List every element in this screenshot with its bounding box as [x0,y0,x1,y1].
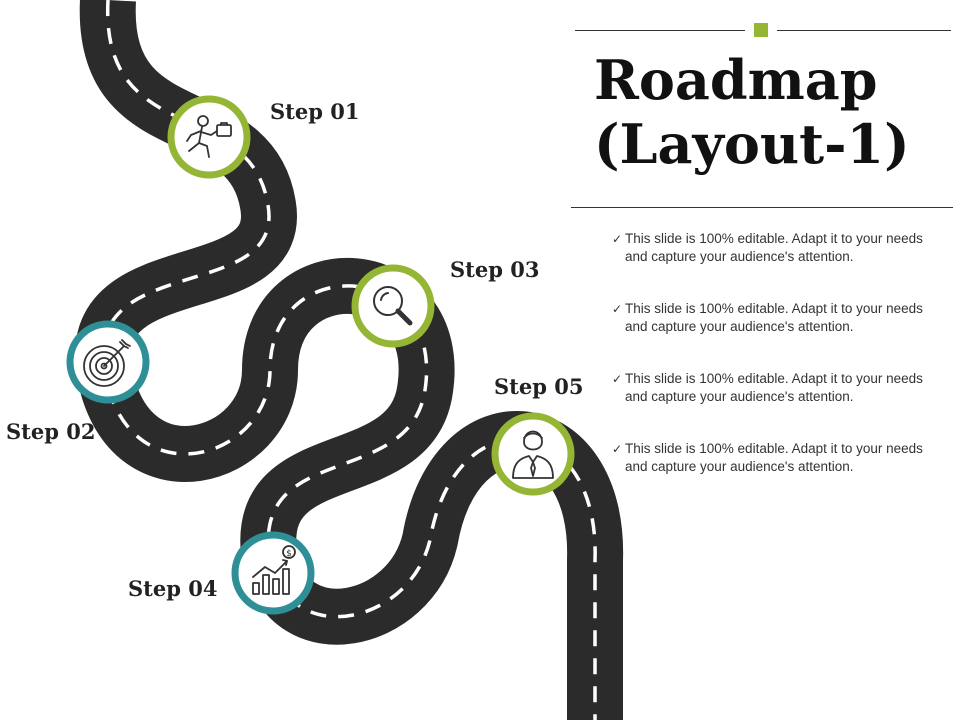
check-icon: ✓ [612,372,623,386]
step-05-node [491,412,575,496]
title-line-1: Roadmap [594,48,878,112]
runner-briefcase-icon [186,115,232,158]
step-02-label: Step 02 [6,419,96,444]
step-02-node [66,320,150,404]
title-line-2: (Layout-1) [594,112,910,176]
road-center-dashes [101,0,597,720]
bullet-item: ✓ This slide is 100% editable. Adapt it … [612,440,932,476]
bullet-text: This slide is 100% editable. Adapt it to… [625,371,923,404]
bullet-item: ✓ This slide is 100% editable. Adapt it … [612,370,932,406]
step-03-label: Step 03 [450,257,540,282]
bullet-text: This slide is 100% editable. Adapt it to… [625,301,923,334]
step-04-node: $ [231,531,315,615]
top-rule-left [575,30,745,31]
bullet-item: ✓ This slide is 100% editable. Adapt it … [612,300,932,336]
svg-text:$: $ [286,549,292,559]
growth-chart-dollar-icon: $ [252,545,296,595]
check-icon: ✓ [612,442,623,456]
step-03-node [351,264,435,348]
step-01-node [167,95,251,179]
step-04-label: Step 04 [128,576,218,601]
bullet-text: This slide is 100% editable. Adapt it to… [625,441,923,474]
page-title: Roadmap (Layout-1) [594,48,910,176]
businessman-icon [512,430,554,479]
top-rule-right [777,30,951,31]
step-01-label: Step 01 [270,99,360,124]
title-underline [571,207,953,208]
accent-square [754,23,768,37]
step-05-label: Step 05 [494,374,584,399]
check-icon: ✓ [612,232,623,246]
bullet-item: ✓ This slide is 100% editable. Adapt it … [612,230,932,266]
bullet-text: This slide is 100% editable. Adapt it to… [625,231,923,264]
check-icon: ✓ [612,302,623,316]
magnifier-icon [373,286,413,326]
target-arrow-icon [83,339,131,387]
